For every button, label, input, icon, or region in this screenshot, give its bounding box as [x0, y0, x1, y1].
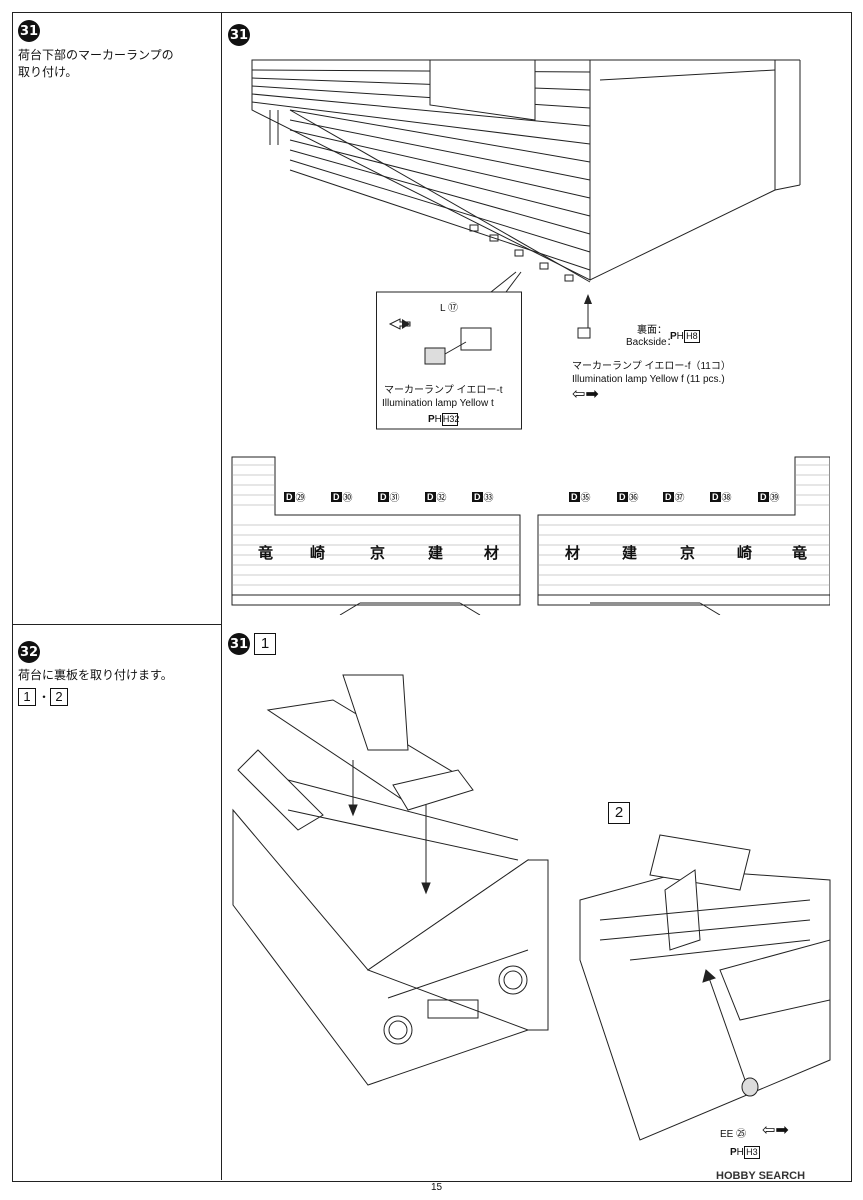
- double-arrow-icon-2: ⇦➡: [762, 1122, 789, 1139]
- column-divider: [221, 12, 222, 1180]
- diagram-2-ref: 2: [608, 802, 632, 824]
- callout-label-en: Illumination lamp Yellow t: [382, 398, 494, 409]
- watermark: HOBBY SEARCH: [716, 1170, 806, 1182]
- ref-box-1: 1: [18, 688, 36, 706]
- step-31-badge: 31: [18, 20, 40, 42]
- decal-panels: [231, 456, 830, 615]
- callout-label-jp: マーカーランプ イエロー-t: [384, 385, 503, 396]
- decal-kanji-ryu-r: 竜: [792, 544, 808, 562]
- lamp-f-label-jp: マーカーランプ イエロー-f（11コ）: [572, 361, 731, 372]
- lamp-arrow: [577, 294, 592, 339]
- ref-box-2: 2: [50, 688, 69, 706]
- decal-kanji-ken-r: 建: [622, 544, 638, 562]
- lamp-f-label-en: Illumination lamp Yellow f (11 pcs.): [572, 374, 725, 385]
- step-32-badge: 32: [18, 641, 40, 663]
- step-31-text: 荷台下部のマーカーランプの 取り付け。: [18, 48, 174, 79]
- diagram-31-badge: 31: [228, 24, 250, 46]
- step-32-text: 荷台に裏板を取り付けます。: [18, 668, 173, 682]
- diagram-2-part-label: EE ㉕: [720, 1129, 747, 1140]
- bed-rear-illustration: [579, 834, 831, 1141]
- decal-kanji-ken: 建: [428, 544, 444, 562]
- decal-kanji-saki: 崎: [310, 544, 326, 562]
- callout-paint: PHH32: [428, 413, 460, 426]
- step-32-refs: 1・2: [18, 688, 70, 706]
- decal-kanji-zai: 材: [484, 544, 500, 562]
- decal-kanji-saki-r: 崎: [737, 544, 753, 562]
- ref-separator: ・: [38, 690, 51, 704]
- decal-kanji-kyo-r: 京: [680, 544, 696, 562]
- backside-label-jp: 裏面：: [637, 325, 667, 336]
- decal-kanji-kyo: 京: [370, 544, 386, 562]
- backside-label-en: Backside：: [626, 337, 677, 348]
- bed-underside-illustration: [232, 674, 549, 1086]
- step-divider: [12, 624, 221, 625]
- truck-bed-rear-illustration: [251, 59, 801, 283]
- diagram-31-1-ref: 1: [254, 633, 278, 655]
- diagram-31-1-badge: 31: [228, 633, 250, 655]
- decal-kanji-ryu: 竜: [258, 544, 274, 562]
- page-number: 15: [431, 1182, 443, 1193]
- callout-part-label: L ⑰: [440, 303, 458, 314]
- page-frame: [12, 12, 852, 1182]
- decal-kanji-zai-r: 材: [565, 544, 581, 562]
- callout-box: [376, 271, 522, 430]
- double-arrow-icon: ⇦➡: [572, 386, 599, 403]
